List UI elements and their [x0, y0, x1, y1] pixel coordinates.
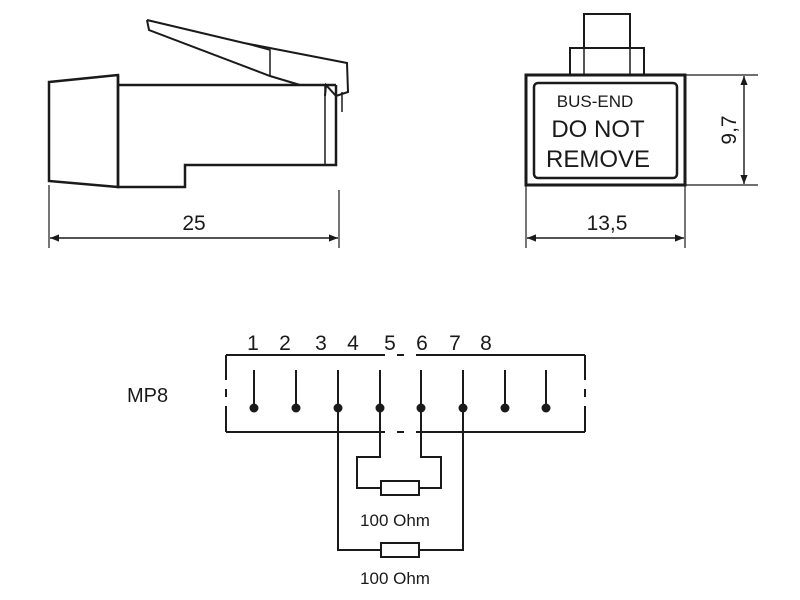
- connector-housing: [225, 354, 586, 433]
- pin-number-8: 8: [480, 332, 492, 355]
- front-label-frame: [532, 81, 679, 180]
- resistor-lower-value: 100 Ohm: [360, 569, 430, 588]
- pin-number-3: 3: [315, 332, 327, 355]
- label-remove: REMOVE: [546, 146, 650, 173]
- plug-latch-clip: [243, 42, 271, 76]
- plug-body-outline: [116, 75, 338, 189]
- front-body-outline: [524, 73, 687, 187]
- pin-number-4: 4: [347, 332, 359, 355]
- resistor-upper-value: 100 Ohm: [360, 511, 430, 530]
- plug-side-view: 25: [47, 19, 350, 248]
- connector-label: MP8: [127, 385, 168, 407]
- resistor-upper: [380, 480, 420, 496]
- front-latch-base: [569, 47, 645, 76]
- pin-number-7: 7: [449, 332, 461, 355]
- length-dimension-label: 25: [182, 212, 205, 235]
- width-dimension-label: 13,5: [587, 212, 628, 235]
- wire-pin7-lower-resistor: [419, 408, 464, 551]
- pin-number-1: 1: [247, 332, 259, 355]
- pin-number-5: 5: [384, 332, 396, 355]
- pin-dots: [249, 403, 551, 413]
- plug-boot-outline: [47, 73, 120, 189]
- pin-number-2: 2: [279, 332, 291, 355]
- label-bus-end: BUS-END: [557, 92, 634, 111]
- wire-pin3-lower-resistor: [337, 408, 381, 551]
- pin-number-6: 6: [416, 332, 428, 355]
- resistor-lower: [380, 542, 420, 558]
- wire-pin4-upper-resistor: [356, 408, 381, 489]
- wire-pin6-upper-resistor: [419, 408, 442, 489]
- plug-latch-lower: [146, 19, 301, 86]
- height-dimension-label: 9,7: [718, 115, 741, 144]
- label-do-not: DO NOT: [551, 116, 645, 143]
- pin-contacts: [253, 370, 547, 408]
- termination-schematic: MP8 1 2 3 4 5 6 7 8: [127, 332, 586, 588]
- front-latch-top: [583, 13, 631, 49]
- plug-front-view: BUS-END DO NOT REMOVE 13,5 9,7: [524, 13, 758, 248]
